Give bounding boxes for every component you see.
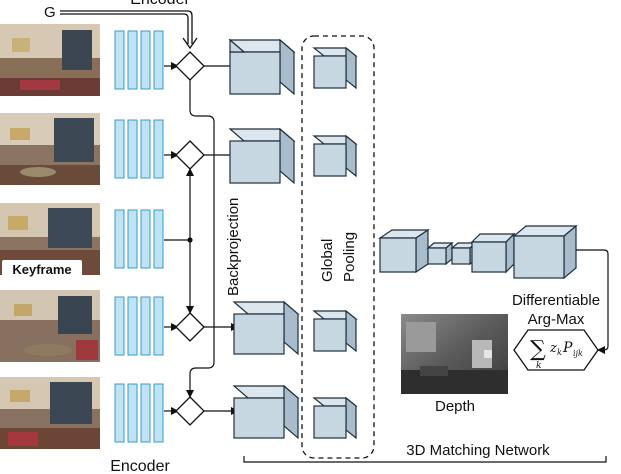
frame-2 xyxy=(0,113,100,185)
matching-network-label: 3D Matching Network xyxy=(406,442,550,459)
keyframe-label: Keyframe xyxy=(12,262,71,277)
formula-p: P xyxy=(562,340,573,356)
frame-1 xyxy=(0,24,100,96)
backprojection-label: Backprojection xyxy=(225,198,242,296)
differentiable-label: Differentiable xyxy=(512,292,600,309)
matching-cube-2 xyxy=(426,241,454,266)
formula-sum-sub: k xyxy=(536,361,541,371)
matching-network-bracket xyxy=(243,456,607,463)
encoder-bars-1 xyxy=(114,30,164,90)
encoder-bars-2 xyxy=(114,119,164,179)
argmax-label: Arg-Max xyxy=(528,311,585,328)
g-arrow-head xyxy=(182,37,198,50)
encoder-bars-3 xyxy=(114,209,164,269)
formula-z-sub: k xyxy=(557,348,562,357)
pooled-cube-1 xyxy=(312,46,358,90)
to-argmax-arrow xyxy=(576,249,609,354)
cube-volume-2 xyxy=(228,127,296,185)
cube-volume-1 xyxy=(228,38,296,96)
warp-diamonds xyxy=(175,51,205,426)
cube-volume-4 xyxy=(232,384,300,440)
frame-4 xyxy=(0,290,100,362)
encoder-bars-4 xyxy=(114,296,164,356)
formula-p-sub: ijk xyxy=(573,349,583,358)
depth-label: Depth xyxy=(435,398,475,415)
matching-cube-5 xyxy=(512,224,578,280)
cube-volume-3 xyxy=(232,300,300,356)
formula-z: z xyxy=(549,341,557,356)
global-label: Global xyxy=(319,239,336,282)
depth-map xyxy=(401,314,508,394)
keyframe-frame: Keyframe xyxy=(0,203,100,277)
g-line-inner xyxy=(60,13,189,44)
pooled-cube-2 xyxy=(312,134,358,178)
argmax-hexagon xyxy=(513,329,599,371)
formula-sum: ∑ xyxy=(530,337,546,362)
encoder-bottom-label: Encoder xyxy=(110,458,170,474)
encoder-connections xyxy=(164,62,215,415)
pooled-cube-4 xyxy=(312,396,358,440)
frame-5 xyxy=(0,377,100,449)
pooled-cube-3 xyxy=(312,309,358,353)
input-g-label: G xyxy=(44,4,56,21)
matching-cube-1 xyxy=(378,228,430,274)
encoder-top-label: Encoder xyxy=(130,0,190,8)
encoder-bars-5 xyxy=(114,383,164,443)
global-pooling-box xyxy=(301,35,375,459)
matching-cube-4 xyxy=(470,232,516,274)
g-line-outer xyxy=(60,10,193,44)
pooling-label: Pooling xyxy=(341,232,358,282)
